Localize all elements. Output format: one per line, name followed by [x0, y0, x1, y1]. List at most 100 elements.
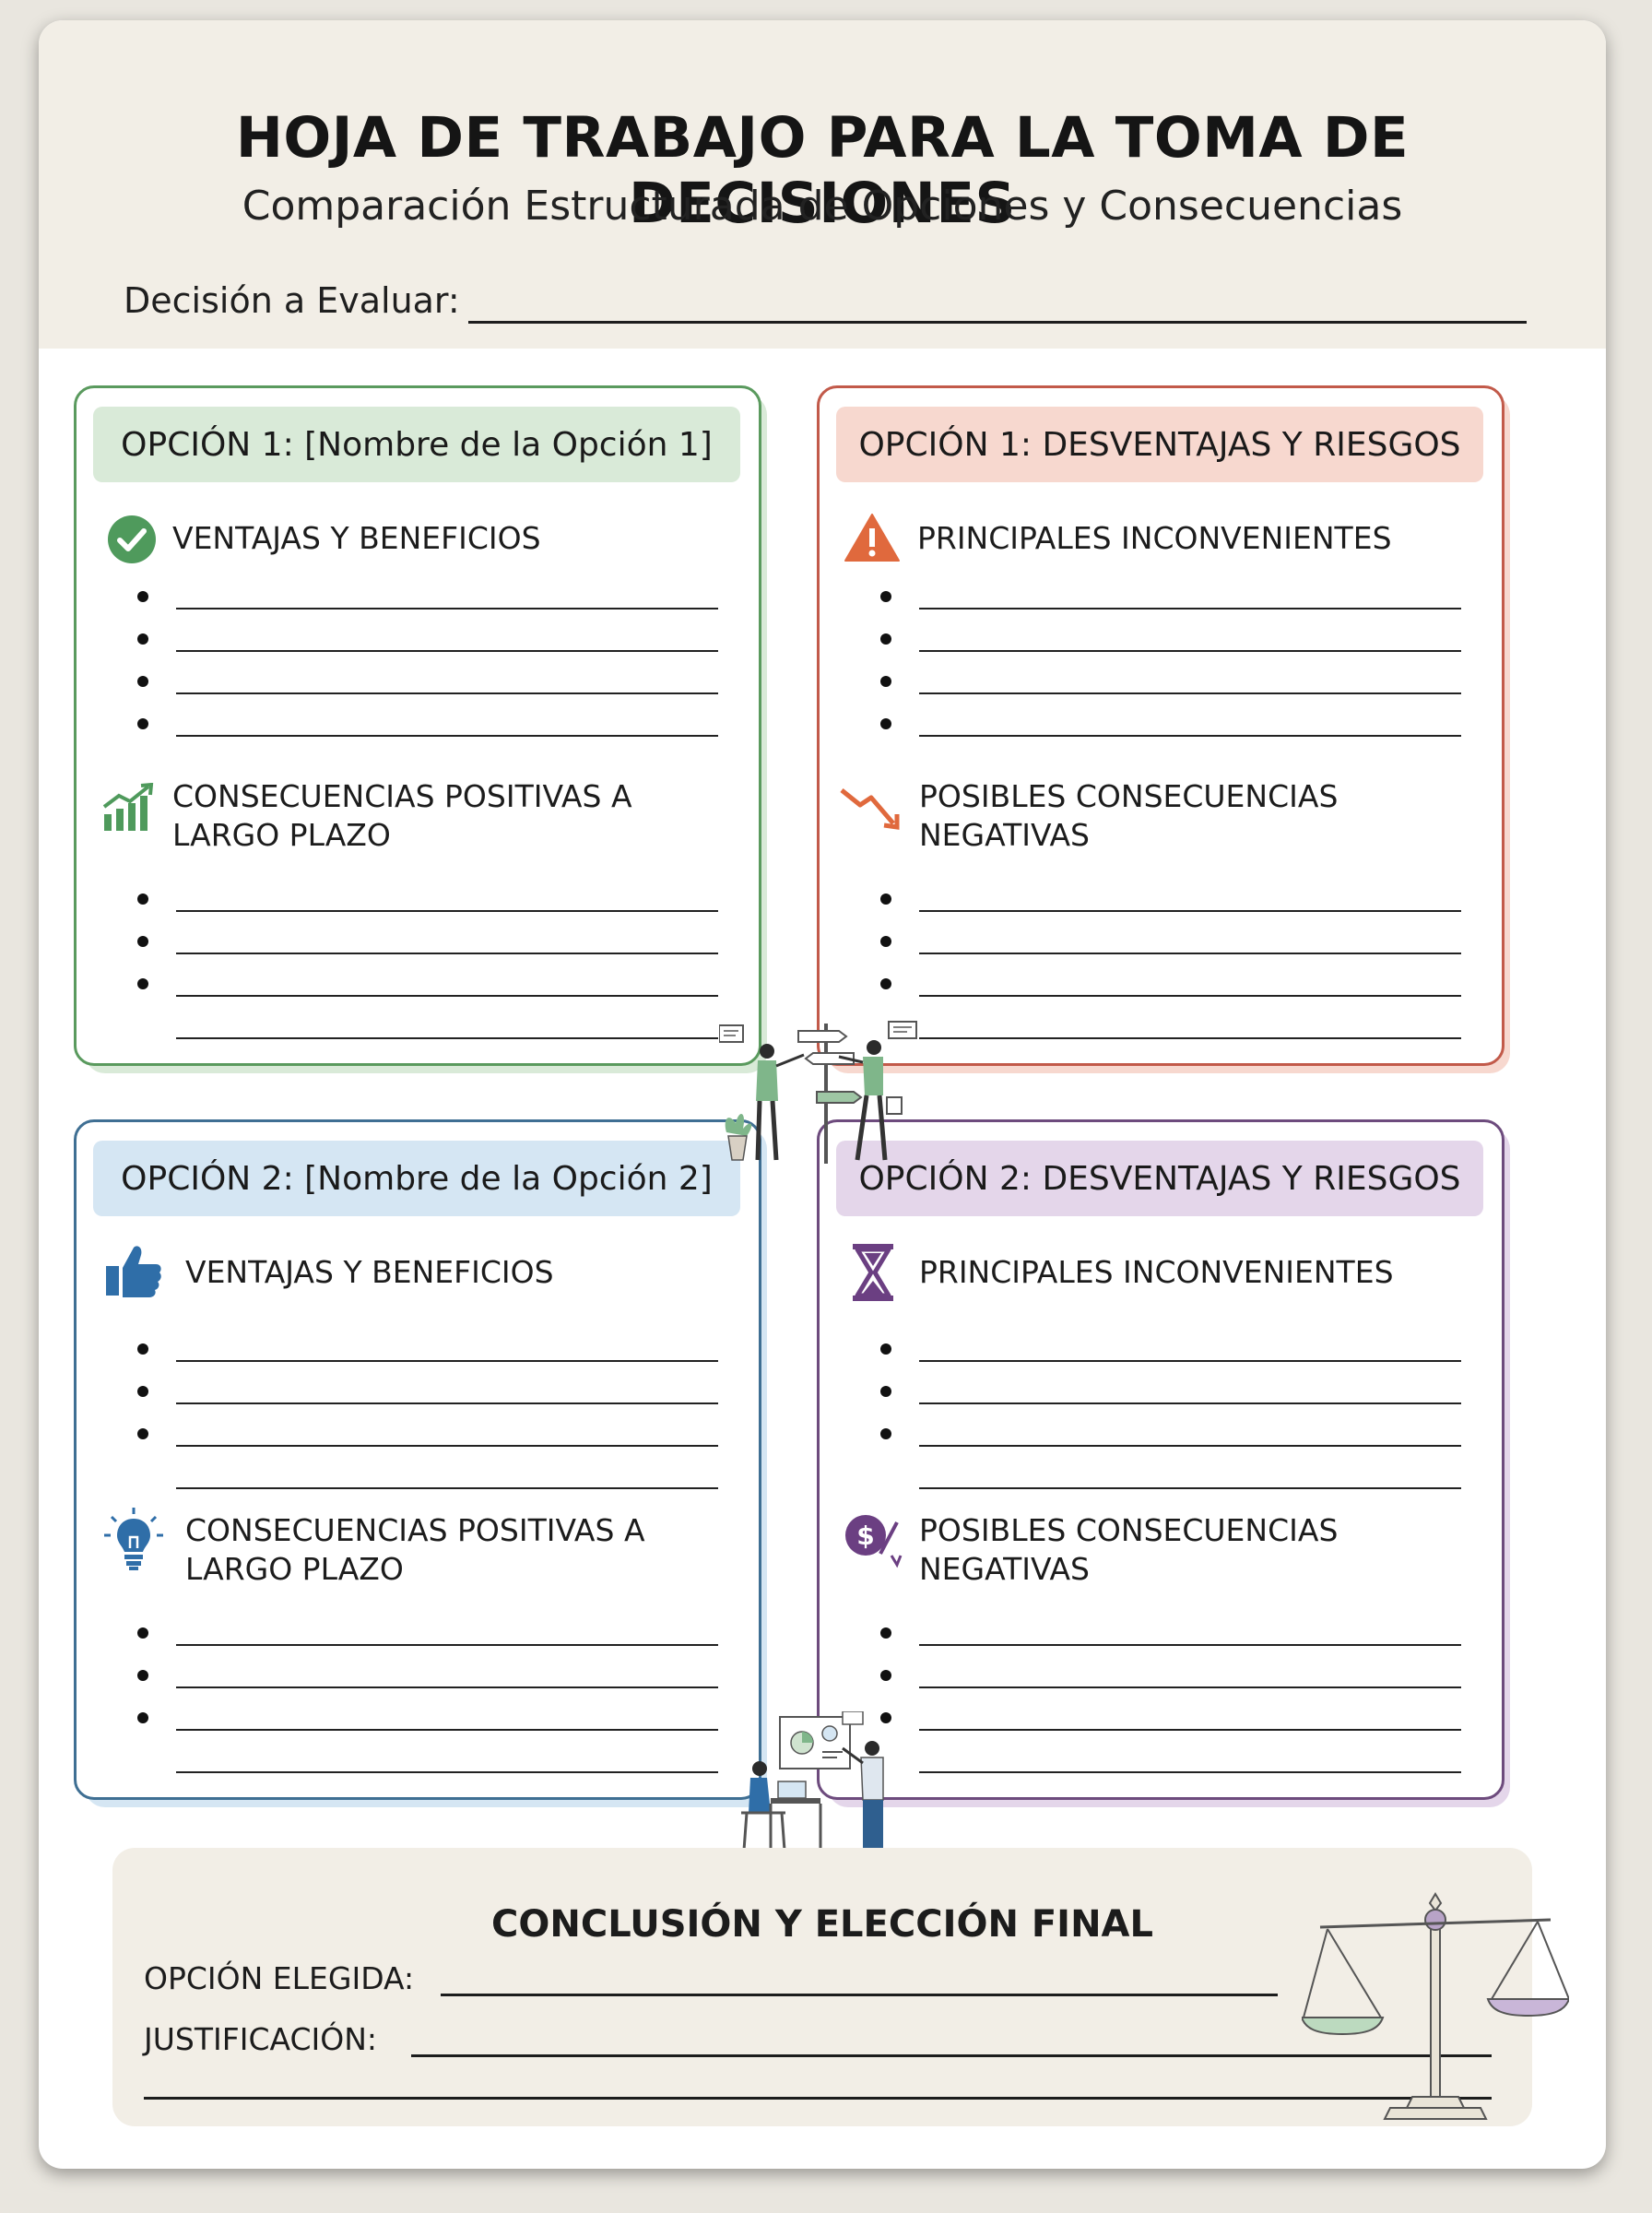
chosen-option-input-line[interactable]: [441, 1994, 1278, 1996]
bullet-dot: [137, 1386, 148, 1397]
section-heading-line: CONSECUENCIAS POSITIVAS A: [172, 778, 632, 814]
bullet-dot: [137, 893, 148, 905]
bullet-dot: [137, 591, 148, 602]
bullet-dot: [137, 1712, 148, 1723]
bullet-dot: [880, 1712, 891, 1723]
balance-scale-icon: [1300, 1888, 1571, 2128]
bullet-input-line[interactable]: [176, 1686, 718, 1688]
bullet-dot: [137, 1670, 148, 1681]
bullet-input-line[interactable]: [176, 910, 718, 912]
bullet-input-line[interactable]: [919, 953, 1461, 954]
card-option2-disadvantages: OPCIÓN 2: DESVENTAJAS Y RIESGOS PRINCIPA…: [817, 1119, 1504, 1800]
bullet-input-line[interactable]: [176, 995, 718, 997]
bullet-input-line[interactable]: [919, 1445, 1461, 1447]
bullet-input-line[interactable]: [919, 1644, 1461, 1646]
bullet-dot: [137, 1428, 148, 1439]
section-heading: PRINCIPALES INCONVENIENTES: [919, 1254, 1394, 1290]
bullet-input-line[interactable]: [919, 692, 1461, 694]
bullet-input-line[interactable]: [919, 1402, 1461, 1404]
conclusion-panel: CONCLUSIÓN Y ELECCIÓN FINAL OPCIÓN ELEGI…: [112, 1848, 1571, 2126]
warning-triangle-icon: [844, 512, 901, 567]
bullet-input-line[interactable]: [919, 1686, 1461, 1688]
card-option2-advantages: OPCIÓN 2: [Nombre de la Opción 2] VENTAJ…: [74, 1119, 761, 1800]
bullet-input-line[interactable]: [176, 1771, 718, 1773]
section-heading: VENTAJAS Y BENEFICIOS: [172, 520, 541, 556]
bullet-dot: [880, 1627, 891, 1639]
bullet-dot: [880, 1428, 891, 1439]
card-option1-advantages: OPCIÓN 1: [Nombre de la Opción 1] VENTAJ…: [74, 385, 761, 1066]
bullet-input-line[interactable]: [176, 1729, 718, 1731]
bullet-dot: [880, 1343, 891, 1355]
section-heading-line: LARGO PLAZO: [172, 817, 391, 853]
dollar-down-icon: $: [844, 1513, 904, 1572]
bullet-input-line[interactable]: [176, 1037, 718, 1039]
bullet-dot: [880, 676, 891, 687]
bullet-dot: [880, 1670, 891, 1681]
page-title: HOJA DE TRABAJO PARA LA TOMA DE DECISION…: [235, 105, 1410, 236]
bullet-dot: [137, 1627, 148, 1639]
thumbs-up-icon: [104, 1242, 163, 1303]
bullet-dot: [880, 1386, 891, 1397]
bullet-dot: [137, 936, 148, 947]
card-title: OPCIÓN 2: [Nombre de la Opción 2]: [93, 1141, 740, 1216]
bullet-dot: [880, 591, 891, 602]
bullet-input-line[interactable]: [176, 1487, 718, 1489]
bullet-dot: [880, 718, 891, 729]
bullet-input-line[interactable]: [176, 1360, 718, 1362]
bullet-input-line[interactable]: [919, 1771, 1461, 1773]
bullet-dot: [880, 936, 891, 947]
bullet-input-line[interactable]: [919, 1037, 1461, 1039]
justification-input-line-2[interactable]: [144, 2097, 1492, 2100]
card-option1-disadvantages: OPCIÓN 1: DESVENTAJAS Y RIESGOS PRINCIPA…: [817, 385, 1504, 1066]
bullet-input-line[interactable]: [176, 1445, 718, 1447]
svg-text:$: $: [856, 1521, 874, 1551]
bullet-dot: [137, 633, 148, 645]
worksheet-page: HOJA DE TRABAJO PARA LA TOMA DE DECISION…: [39, 20, 1606, 2169]
bullet-input-line[interactable]: [176, 735, 718, 737]
section-heading-line: POSIBLES CONSECUENCIAS: [919, 778, 1339, 814]
header-band: HOJA DE TRABAJO PARA LA TOMA DE DECISION…: [39, 20, 1606, 349]
section-heading: VENTAJAS Y BENEFICIOS: [185, 1254, 554, 1290]
bullet-input-line[interactable]: [919, 735, 1461, 737]
bullet-dot: [880, 893, 891, 905]
section-heading: PRINCIPALES INCONVENIENTES: [917, 520, 1392, 556]
bullet-dot: [137, 1343, 148, 1355]
bullet-input-line[interactable]: [176, 1402, 718, 1404]
justification-label: JUSTIFICACIÓN:: [144, 2021, 378, 2057]
bullet-input-line[interactable]: [176, 692, 718, 694]
bullet-input-line[interactable]: [176, 953, 718, 954]
people-signpost-illustration-icon: [718, 1005, 931, 1175]
bullet-input-line[interactable]: [919, 650, 1461, 652]
bullet-input-line[interactable]: [919, 1360, 1461, 1362]
card-title: OPCIÓN 1: DESVENTAJAS Y RIESGOS: [836, 407, 1483, 482]
section-heading-line: CONSECUENCIAS POSITIVAS A: [185, 1512, 645, 1548]
justification-input-line[interactable]: [411, 2054, 1492, 2057]
bullet-dot: [880, 978, 891, 989]
bullet-input-line[interactable]: [176, 650, 718, 652]
bullet-dot: [137, 676, 148, 687]
people-presentation-illustration-icon: [734, 1710, 918, 1872]
bullet-input-line[interactable]: [919, 1487, 1461, 1489]
section-heading-line: NEGATIVAS: [919, 1551, 1090, 1587]
decision-input-line[interactable]: [468, 321, 1527, 324]
bullet-input-line[interactable]: [919, 1729, 1461, 1731]
growth-chart-icon: [100, 782, 158, 838]
conclusion-title: CONCLUSIÓN Y ELECCIÓN FINAL: [491, 1903, 1153, 1946]
section-heading-line: POSIBLES CONSECUENCIAS: [919, 1512, 1339, 1548]
bullet-input-line[interactable]: [919, 608, 1461, 609]
bullet-input-line[interactable]: [919, 910, 1461, 912]
bullet-input-line[interactable]: [919, 995, 1461, 997]
bullet-input-line[interactable]: [176, 1644, 718, 1646]
bullet-input-line[interactable]: [176, 608, 718, 609]
bullet-dot: [880, 633, 891, 645]
bullet-dot: [137, 718, 148, 729]
hourglass-icon: [851, 1242, 895, 1307]
card-title: OPCIÓN 1: [Nombre de la Opción 1]: [93, 407, 740, 482]
card-title: OPCIÓN 2: DESVENTAJAS Y RIESGOS: [836, 1141, 1483, 1216]
section-heading-line: LARGO PLAZO: [185, 1551, 404, 1587]
check-circle-icon: [106, 514, 158, 569]
